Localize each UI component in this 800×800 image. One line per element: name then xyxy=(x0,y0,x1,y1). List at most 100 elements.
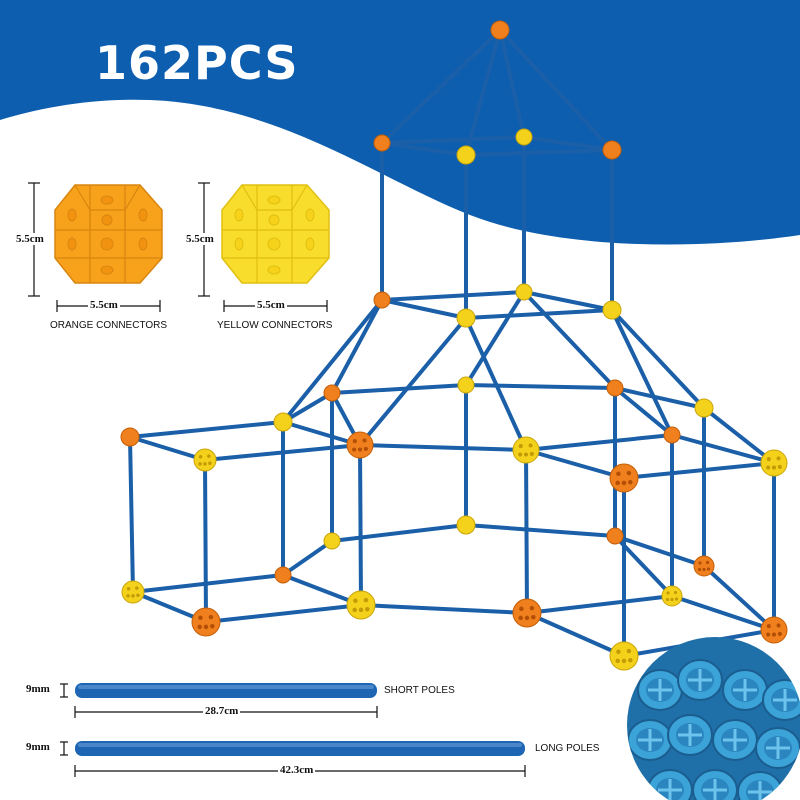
connector-hole xyxy=(203,462,207,466)
connector-hole xyxy=(523,452,529,457)
connector-hole xyxy=(674,597,679,601)
connector-hole xyxy=(766,624,771,629)
short-poles-caption: SHORT POLES xyxy=(384,685,455,696)
yellow-connectors-caption: YELLOW CONNECTORS xyxy=(217,320,333,331)
orange-connector-ball xyxy=(346,431,374,459)
connector-hole xyxy=(529,605,535,611)
connector-hole xyxy=(628,479,633,485)
tube-closeup xyxy=(627,637,800,800)
connector-hole xyxy=(198,454,203,459)
connector-hole xyxy=(207,454,211,458)
long-pole-illustration xyxy=(75,741,525,756)
yellow-connector-ball xyxy=(193,448,217,472)
connector-hole xyxy=(766,457,771,462)
connector-hole xyxy=(518,452,523,457)
yellow-connector-ball xyxy=(323,532,341,550)
long-pole-length: 42.3cm xyxy=(278,764,316,776)
connector-hole xyxy=(528,443,533,448)
orange-connector-ball xyxy=(512,598,542,628)
connector-hole xyxy=(363,597,369,603)
connector-hole xyxy=(616,649,621,655)
orange-connector-illustration xyxy=(54,184,163,284)
yellow-connector-ball xyxy=(457,376,475,394)
connector-hole xyxy=(203,624,209,630)
orange-connector-ball xyxy=(609,463,639,493)
connector-hole xyxy=(777,464,782,469)
connector-hole xyxy=(363,446,368,451)
connector-hole xyxy=(197,624,202,630)
connector-hole xyxy=(777,631,782,636)
connector-hole xyxy=(518,615,523,621)
blue-banner xyxy=(0,0,800,245)
orange-connector-ball xyxy=(760,616,788,644)
orange-connector-ball xyxy=(693,555,715,577)
connector-hole xyxy=(131,594,135,598)
connector-hole xyxy=(362,438,367,443)
connector-hole xyxy=(776,456,781,461)
yellow-connector-ball xyxy=(456,308,476,328)
orange-connector-ball xyxy=(120,427,140,447)
connector-hole xyxy=(518,444,523,449)
yellow-connector-ball xyxy=(515,128,533,146)
short-pole-thickness: 9mm xyxy=(24,683,52,695)
connector-hole xyxy=(208,461,212,466)
connector-hole xyxy=(666,591,670,595)
connector-hole xyxy=(766,465,771,470)
connector-hole xyxy=(670,597,674,602)
orange-connector-ball xyxy=(373,291,391,309)
fort-connectors xyxy=(120,20,788,671)
yellow-connector-ball xyxy=(602,300,622,320)
yellow-connector-ball xyxy=(515,283,533,301)
connector-hole xyxy=(626,470,632,476)
connector-hole xyxy=(136,593,140,598)
orange-connector-ball xyxy=(373,134,391,152)
orange-connector-ball xyxy=(274,566,292,584)
long-pole-thickness: 9mm xyxy=(24,741,52,753)
connector-hole xyxy=(621,658,627,664)
orange-connector-ball xyxy=(663,426,681,444)
piece-count-title: 162PCS xyxy=(95,36,299,90)
orange-connectors-caption: ORANGE CONNECTORS xyxy=(50,320,168,331)
connector-hole xyxy=(697,567,702,572)
connector-hole xyxy=(615,480,620,486)
connector-hole xyxy=(621,480,627,486)
connector-hole xyxy=(665,597,670,602)
orange-width-label: 5.5cm xyxy=(88,299,120,311)
connector-hole xyxy=(771,632,777,637)
yellow-connector-ball xyxy=(273,412,293,432)
connector-hole xyxy=(531,614,536,620)
connector-hole xyxy=(358,607,364,613)
connector-hole xyxy=(198,462,202,466)
connector-hole xyxy=(628,657,633,663)
connector-hole xyxy=(706,567,711,571)
yellow-connector-ball xyxy=(760,449,788,477)
yellow-connector-ball xyxy=(694,398,714,418)
short-pole-illustration xyxy=(75,683,377,698)
orange-connector-ball xyxy=(323,384,341,402)
connector-hole xyxy=(698,561,702,565)
yellow-connector-ball xyxy=(609,641,639,671)
connector-hole xyxy=(524,615,530,621)
long-poles-caption: LONG POLES xyxy=(535,743,600,754)
connector-hole xyxy=(198,615,203,621)
connector-hole xyxy=(766,632,771,637)
yellow-width-label: 5.5cm xyxy=(255,299,287,311)
connector-hole xyxy=(352,447,357,452)
yellow-height-label: 5.5cm xyxy=(184,233,216,245)
short-pole-length: 28.7cm xyxy=(203,705,241,717)
connector-hole xyxy=(705,560,710,565)
connector-hole xyxy=(135,586,139,590)
connector-hole xyxy=(357,447,363,452)
orange-connector-ball xyxy=(602,140,622,160)
orange-connector-ball xyxy=(606,379,624,397)
connector-hole xyxy=(126,586,131,591)
connector-hole xyxy=(208,614,214,620)
connector-hole xyxy=(352,607,357,613)
connector-hole xyxy=(673,590,678,595)
yellow-connector-ball xyxy=(346,590,376,620)
yellow-connector-ball xyxy=(512,436,540,464)
yellow-connector-ball xyxy=(456,145,476,165)
connector-hole xyxy=(702,567,706,572)
orange-connector-ball xyxy=(490,20,510,40)
